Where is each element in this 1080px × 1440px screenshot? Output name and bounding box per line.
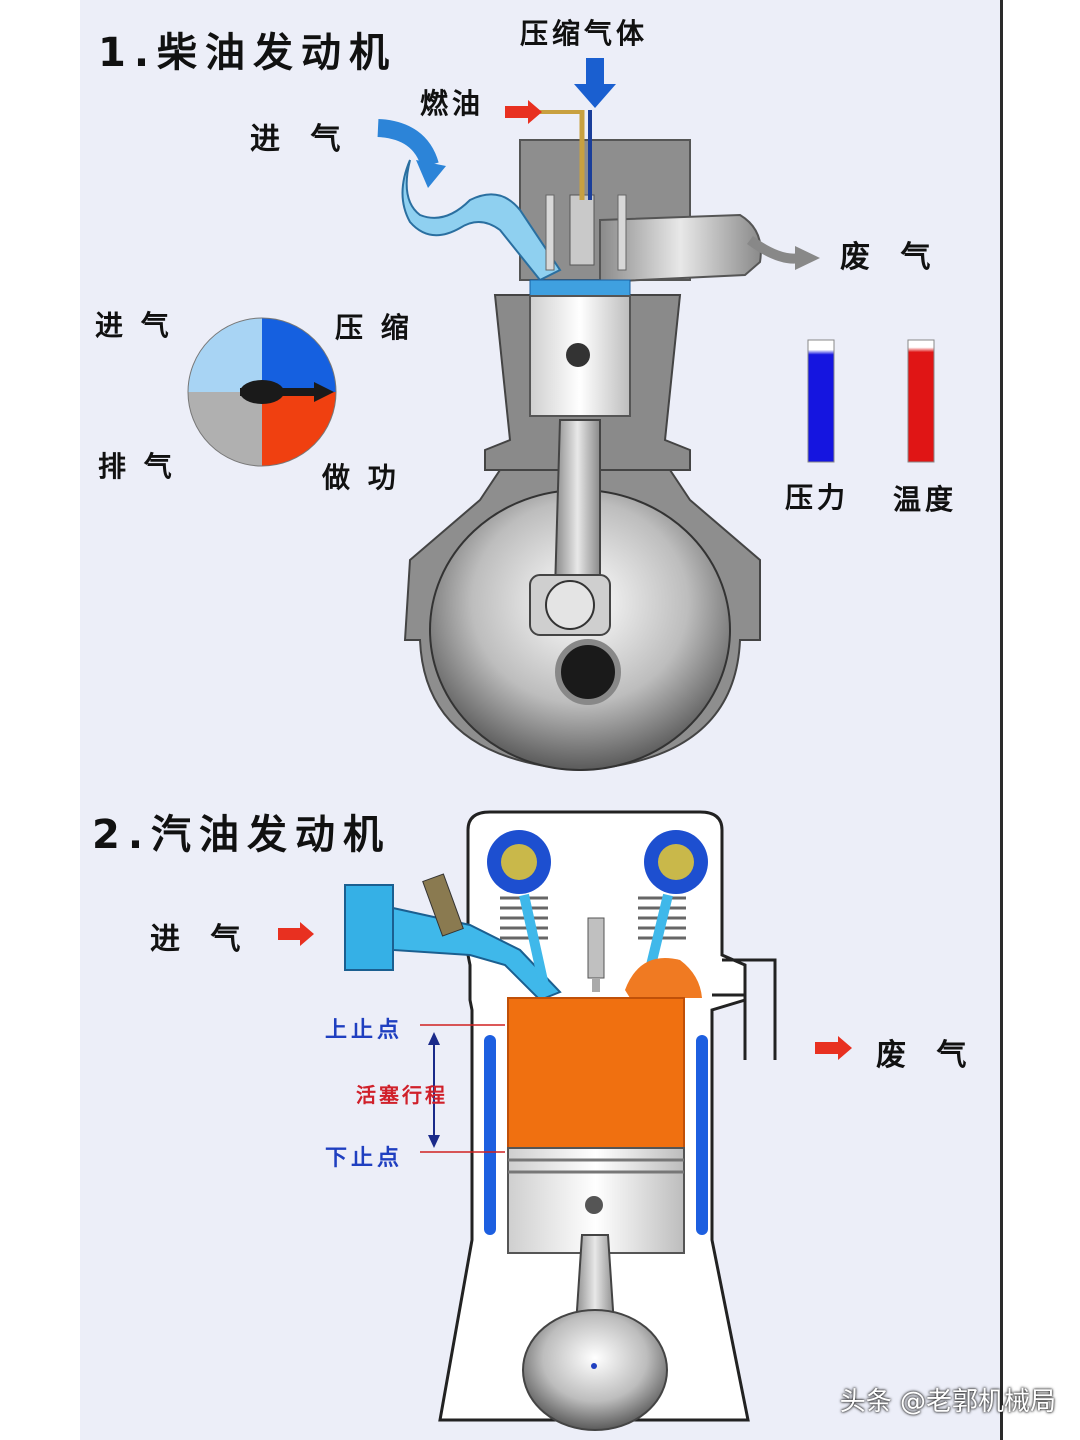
cycle-compression-label: 压 缩 xyxy=(335,306,413,346)
cycle-disk xyxy=(188,318,336,466)
stroke-label: 活塞行程 xyxy=(356,1079,448,1108)
cycle-exhaust-label: 排 气 xyxy=(98,445,176,485)
pressure-gauge xyxy=(808,340,834,462)
diesel-intake-label: 进 气 xyxy=(250,114,350,158)
gasoline-intake-label: 进 气 xyxy=(150,914,250,958)
diesel-exhaust-label: 废 气 xyxy=(840,232,940,276)
temperature-gauge xyxy=(908,340,934,462)
tdc-label: 上止点 xyxy=(325,1012,403,1044)
temperature-label: 温度 xyxy=(893,478,957,518)
compressed-gas-label: 压缩气体 xyxy=(520,12,648,52)
diesel-engine xyxy=(378,58,820,770)
bdc-label: 下止点 xyxy=(325,1140,403,1172)
diesel-title: 1.柴油发动机 xyxy=(98,20,397,78)
cycle-power-label: 做 功 xyxy=(322,456,400,496)
cycle-intake-label: 进 气 xyxy=(95,304,173,344)
gasoline-engine xyxy=(278,812,852,1430)
fuel-label: 燃油 xyxy=(420,82,484,122)
gauges xyxy=(808,340,934,462)
gasoline-title: 2.汽油发动机 xyxy=(92,802,391,860)
pressure-label: 压力 xyxy=(785,476,849,516)
gasoline-exhaust-label: 废 气 xyxy=(876,1030,976,1074)
watermark: 头条 @老郭机械局 xyxy=(840,1381,1056,1418)
